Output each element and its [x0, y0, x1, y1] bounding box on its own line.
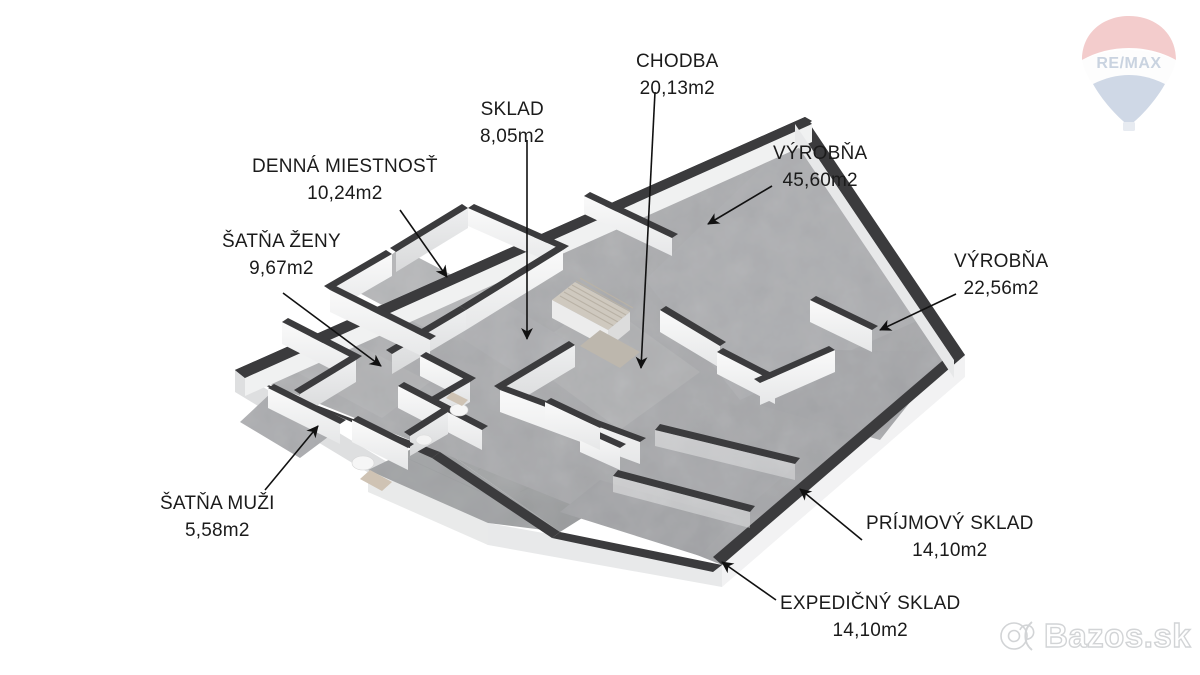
room-label-denna-miestnost: DENNÁ MIESTNOSŤ 10,24m2 [252, 153, 438, 207]
room-name: CHODBA [636, 51, 719, 72]
leader-denna-miestnost [399, 209, 448, 278]
floor-prijmovy-sklad [612, 430, 800, 512]
room-area: 9,67m2 [249, 258, 314, 279]
leader-prijmovy-sklad [799, 488, 863, 541]
leader-vyrobna-main [707, 185, 773, 225]
room-area: 14,10m2 [832, 620, 908, 641]
floor-satna-muzi [240, 392, 340, 458]
room-label-vyrobna-main: VÝROBŇA 45,60m2 [773, 140, 867, 194]
room-label-vyrobna-side: VÝROBŇA 22,56m2 [954, 248, 1048, 302]
leader-vyrobna-side [879, 293, 957, 331]
room-area: 20,13m2 [639, 78, 715, 99]
interior-walls [268, 192, 878, 528]
room-name: ŠATŇA ŽENY [222, 231, 341, 252]
room-name: EXPEDIČNÝ SKLAD [780, 593, 961, 614]
room-label-satna-muzi: ŠATŇA MUŽI 5,58m2 [160, 490, 275, 544]
room-label-satna-zeny: ŠATŇA ŽENY 9,67m2 [222, 228, 341, 282]
room-name: VÝROBŇA [954, 251, 1049, 272]
bazos-brand-text: Bazos.sk [1044, 617, 1191, 654]
room-name: VÝROBŇA [773, 143, 868, 164]
staircase [552, 277, 640, 368]
floor-chodba [520, 300, 700, 430]
room-area: 8,05m2 [480, 126, 545, 147]
sanitary-fixtures [351, 392, 469, 491]
leader-lines [264, 91, 957, 601]
leader-chodba [635, 91, 656, 369]
room-area: 22,56m2 [963, 278, 1039, 299]
room-name: PRÍJMOVÝ SKLAD [866, 513, 1034, 534]
leader-expedicny-sklad [721, 561, 777, 601]
room-area: 14,10m2 [912, 540, 988, 561]
room-label-sklad: SKLAD 8,05m2 [480, 96, 545, 150]
remax-watermark-logo: RE/MAX [1082, 16, 1176, 131]
room-area: 10,24m2 [307, 183, 383, 204]
room-label-expedicny-sklad: EXPEDIČNÝ SKLAD 14,10m2 [780, 590, 960, 644]
room-name: DENNÁ MIESTNOSŤ [252, 156, 438, 177]
room-name: ŠATŇA MUŽI [160, 493, 275, 514]
room-area: 5,58m2 [185, 520, 250, 541]
floor-expedicny-sklad [560, 480, 735, 556]
remax-brand-text: RE/MAX [1096, 55, 1161, 72]
bazos-watermark: Bazos.sk [1000, 616, 1191, 655]
room-label-prijmovy-sklad: PRÍJMOVÝ SKLAD 14,10m2 [866, 510, 1034, 564]
leader-satna-muzi [264, 425, 319, 491]
room-area: 45,60m2 [782, 170, 858, 191]
room-name: SKLAD [480, 99, 544, 120]
room-label-chodba: CHODBA 20,13m2 [636, 48, 719, 102]
leader-satna-zeny [282, 292, 382, 367]
